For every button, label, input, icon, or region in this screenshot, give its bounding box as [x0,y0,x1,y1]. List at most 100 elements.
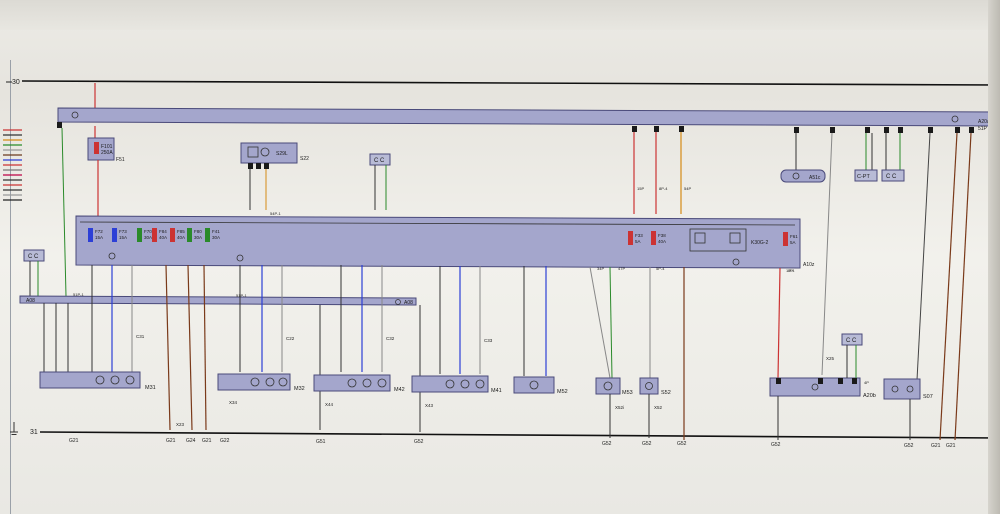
a20a-pins [57,122,974,133]
m31-label: M31 [145,385,156,391]
fuse-2-name: F70 [144,229,152,234]
s22-label: S22 [300,156,309,162]
rail-31: 31 [10,422,1000,439]
module-a20b[interactable]: A20b 4P [769,377,876,440]
a10z-pin: 1P [788,268,793,273]
pin-4p: 4P [864,380,869,385]
pin-51p1-mid: 51P-1 [236,293,247,298]
pin-5p4: 5P-4 [656,266,665,271]
fuse-6-name: F41 [212,229,220,234]
part-x23: X23 [176,422,185,427]
pin-1p4: 1P-4 [786,268,795,273]
fuse-4-rating: 40A [177,235,185,240]
screen-top-edge [0,0,1000,30]
ground-8: G52 [642,441,652,447]
switch-s07[interactable]: S07 [883,378,933,440]
motor-m32[interactable]: M32 [217,373,305,392]
ground-9: G52 [677,441,687,447]
switch-s52[interactable]: S52 [639,377,671,438]
fuse-f38-name: F38 [658,233,666,238]
motor-icon [347,378,357,388]
a51c-label: A51c [809,175,821,181]
ground-circle-icon [951,115,959,123]
switch-s29l-block[interactable]: S29L S22 54P-1 [240,142,309,216]
m52-label: M52 [557,389,568,395]
ground-10: G52 [771,442,781,448]
ground-1: G21 [166,438,176,444]
f101-rating: 250A [101,150,113,156]
f51-label: F51 [116,157,125,163]
wire-color-legend [3,129,22,201]
cc2-label: C C [886,174,897,180]
module-a08[interactable]: A08 A08 51P-1 51P-1 [19,292,417,306]
left-page-margin [0,60,11,514]
connector-cpt[interactable]: C-PT [854,133,878,182]
rail-30: 30 [6,79,1000,86]
ground-5: G51 [316,439,326,445]
motor-m42[interactable]: M42 [313,374,405,393]
fuse-f33-name: F33 [635,233,643,238]
ground-7: G52 [602,441,612,447]
part-x25: X25 [826,356,835,361]
m42-label: M42 [394,387,405,393]
fuse-row[interactable]: F72 15A F73 15A F70 30A F84 40A F85 40A … [88,228,798,246]
module-a20a[interactable]: A20a 51P [57,107,997,132]
pin-15p: 15P [637,186,644,191]
fuse-f33-rating: 5A [635,239,641,244]
part-labels: C31 C22 C32 C33 X34 X44 X43 X23 X52i X52… [136,334,835,427]
connector-cc-4[interactable]: C C [841,333,863,378]
module-a10z[interactable]: A10z 1P [75,215,815,273]
relay-k30g[interactable]: K30G-2 [689,228,768,252]
motor-m31[interactable]: M31 [39,371,156,391]
cc1-label: C C [374,158,385,164]
pin-34p: 34P [597,266,604,271]
a20a-pin: 51P [978,126,988,132]
fuse-6-rating: 30A [212,235,220,240]
fuse-3-name: F84 [159,229,167,234]
k30g-label: K30G-2 [751,240,768,246]
motor-icon [250,377,260,387]
motor-m53[interactable]: M53 [595,377,633,438]
fuse-f38-rating: 40A [658,239,666,244]
ground-2: G24 [186,438,196,444]
fuse-f101-block[interactable]: F101 250A F51 [87,126,125,218]
fuse-4-name: F85 [177,229,185,234]
part-x43: X43 [425,403,434,408]
fuse-1-name: F73 [119,229,127,234]
connector-cc-2[interactable]: C C [881,133,905,182]
connector-cc-1[interactable]: C C [369,153,391,210]
s52-label: S52 [661,390,671,396]
rail-30-label: 30 [12,79,20,86]
f101-name: F101 [101,144,113,150]
cpt-label: C-PT [857,174,870,180]
pin-54p: 54P [684,186,691,191]
s29l-label: S29L [276,151,288,157]
screen-right-edge [988,0,1000,514]
connector-cc-3[interactable]: C C [23,249,45,296]
ground-0: G21 [69,438,79,444]
motor-icon [529,380,539,390]
fuse-1-rating: 15A [119,235,127,240]
part-x52: X52 [654,405,663,410]
m32-label: M32 [294,386,305,392]
fuse-2-rating: 30A [144,235,152,240]
module-a51c[interactable]: A51c [780,133,826,183]
a10z-label: A10z [803,262,815,268]
part-c22: C22 [286,336,295,341]
motor-wires: 34P 47P 5P-4 1P-4 [43,264,795,440]
motor-icon [95,375,105,385]
motor-m52[interactable]: M52 [513,376,568,395]
fuse-0-rating: 15A [95,235,103,240]
part-c31: C31 [136,334,145,339]
switch-icon [247,146,259,158]
motor-icon [445,379,455,389]
part-x44: X44 [325,402,334,407]
rail-31-label: 31 [30,429,38,436]
ground-12: G21 [931,443,941,449]
pin-8p4: 8P-4 [659,186,668,191]
motor-m41[interactable]: M41 [411,375,502,394]
ground-11: G52 [904,443,914,449]
s07-label: S07 [923,394,933,400]
